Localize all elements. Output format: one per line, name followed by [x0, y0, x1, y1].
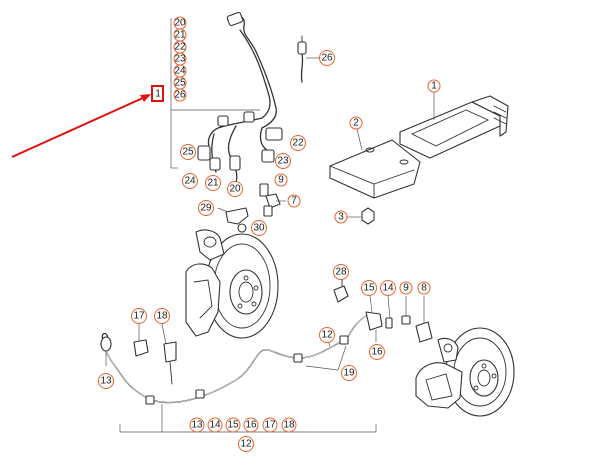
callout-13a: 13 — [100, 376, 112, 387]
harness-callout-bracket — [170, 18, 260, 169]
callout-9b: 9 — [403, 283, 409, 294]
callout-22b: 22 — [292, 138, 304, 149]
rear-brake-assembly — [415, 327, 515, 417]
callout-15a: 15 — [363, 283, 375, 294]
cable-clips-left — [105, 323, 177, 385]
callout-22: 22 — [174, 42, 186, 53]
callout-17a: 17 — [133, 311, 145, 322]
callout-7: 7 — [291, 196, 297, 207]
callout-24: 24 — [174, 66, 186, 77]
rear-sensor-parts — [333, 279, 433, 343]
highlight-arrow — [11, 85, 164, 158]
callout-23b: 23 — [277, 156, 289, 167]
callout-harness-group: 20 21 22 23 24 25 26 1 — [155, 16, 187, 102]
callout-15b: 15 — [227, 420, 239, 431]
front-brake-assembly — [185, 229, 279, 339]
callout-8: 8 — [421, 283, 427, 294]
callout-1: 1 — [431, 81, 437, 92]
callout-24b: 24 — [184, 176, 196, 187]
callout-16a: 16 — [371, 347, 383, 358]
callout-14a: 14 — [382, 283, 394, 294]
callout-29: 29 — [200, 203, 212, 214]
nut-3 — [347, 207, 375, 225]
callout-16b: 16 — [245, 420, 257, 431]
callout-30: 30 — [253, 223, 265, 234]
callout-20: 20 — [174, 18, 186, 29]
callout-25: 25 — [174, 78, 186, 89]
callout-9a: 9 — [278, 175, 284, 186]
callout-25b: 25 — [182, 147, 194, 158]
connector-26 — [297, 35, 319, 83]
mounting-bracket — [329, 128, 421, 199]
callout-14b: 14 — [209, 420, 221, 431]
callout-13b: 13 — [191, 420, 203, 431]
callout-23: 23 — [174, 54, 186, 65]
wiring-harness — [197, 11, 283, 183]
callout-26: 26 — [174, 90, 186, 101]
callout-18b: 18 — [283, 420, 295, 431]
callout-3: 3 — [338, 212, 344, 223]
callout-28: 28 — [335, 267, 347, 278]
bottom-group-bracket — [119, 404, 377, 433]
callout-20b: 20 — [229, 184, 241, 195]
callout-12a: 12 — [321, 330, 333, 341]
control-unit — [399, 92, 509, 159]
callout-1-highlighted: 1 — [155, 89, 161, 100]
callout-bottom-group: 13 14 15 16 17 18 12 — [189, 417, 297, 452]
callout-18a: 18 — [156, 311, 168, 322]
callout-2: 2 — [353, 118, 359, 129]
sensor-bracket-parts — [217, 183, 286, 233]
callout-26b: 26 — [321, 53, 333, 64]
callouts-main: 1 2 3 26 22 25 23 24 21 20 9 7 29 30 28 … — [98, 50, 441, 389]
callout-19: 19 — [343, 368, 355, 379]
callout-21: 21 — [174, 30, 186, 41]
callout-17b: 17 — [264, 420, 276, 431]
callout-12b: 12 — [240, 439, 252, 450]
wheel-speed-sensor-cable — [100, 315, 367, 405]
callout-21b: 21 — [207, 178, 219, 189]
